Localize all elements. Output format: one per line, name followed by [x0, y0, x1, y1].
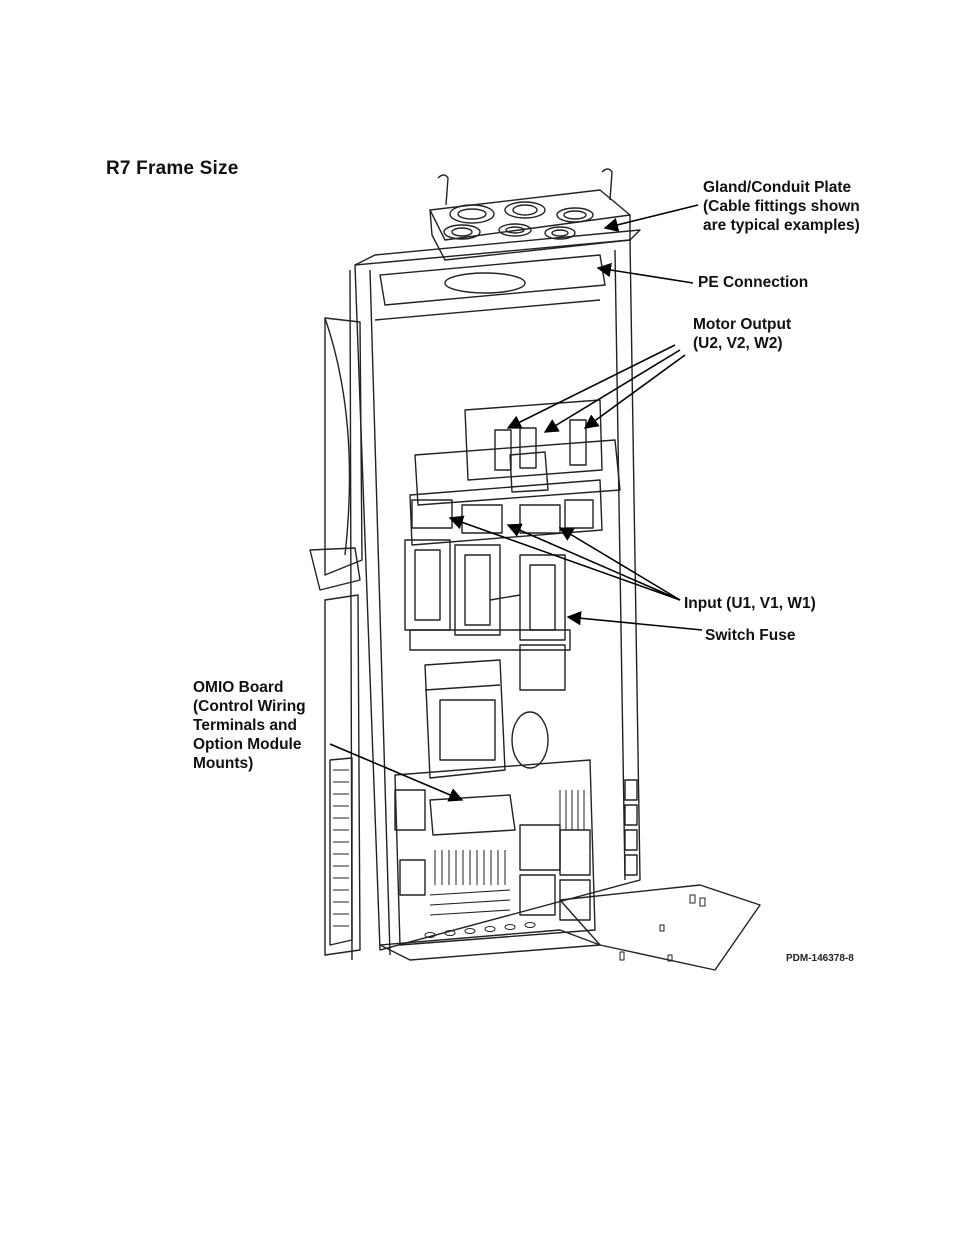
callout-line: Mounts): [193, 754, 306, 773]
cabinet-frame: [355, 240, 640, 950]
callout-pe-connection: PE Connection: [698, 273, 808, 292]
callout-line: are typical examples): [703, 216, 860, 235]
callout-omio-board: OMIO Board (Control Wiring Terminals and…: [193, 678, 306, 773]
callout-line: (Cable fittings shown: [703, 197, 860, 216]
callout-motor-output: Motor Output (U2, V2, W2): [693, 315, 791, 353]
callout-switch-fuse: Switch Fuse: [705, 626, 795, 645]
callout-input: Input (U1, V1, W1): [684, 594, 816, 613]
callout-line: Terminals and: [193, 716, 306, 735]
callout-line: Option Module: [193, 735, 306, 754]
callout-line: Motor Output: [693, 315, 791, 334]
callout-line: Gland/Conduit Plate: [703, 178, 860, 197]
callout-line: PE Connection: [698, 273, 808, 292]
callout-line: Switch Fuse: [705, 626, 795, 645]
callout-gland-plate: Gland/Conduit Plate (Cable fittings show…: [703, 178, 860, 235]
callout-line: (Control Wiring: [193, 697, 306, 716]
page-title: R7 Frame Size: [106, 158, 239, 180]
callout-line: (U2, V2, W2): [693, 334, 791, 353]
callout-line: OMIO Board: [193, 678, 306, 697]
door-panel: [310, 318, 362, 955]
callout-line: Input (U1, V1, W1): [684, 594, 816, 613]
drawing-id: PDM-146378-8: [786, 953, 854, 964]
